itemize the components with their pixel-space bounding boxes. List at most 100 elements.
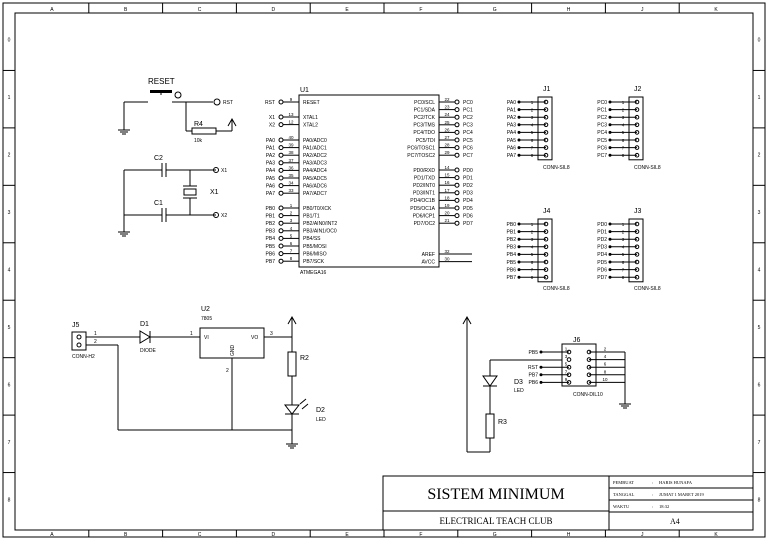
net-junction-icon: [608, 222, 612, 226]
pin-terminal-icon: [454, 205, 460, 211]
pin-socket-icon: [543, 244, 549, 250]
x1-label: X1: [210, 189, 219, 196]
frame-col-label: F: [419, 532, 422, 538]
u1-pin-name: PA4/ADC4: [303, 168, 327, 174]
u1-pin-name: PC1/SDA: [414, 107, 436, 113]
title-text: SISTEM MINIMUM: [427, 486, 564, 503]
u1-pin-name: PB1/T1: [303, 213, 320, 219]
u1-net-label: PA4: [266, 168, 275, 174]
u1-pin-name: PA6/ADC6: [303, 183, 327, 189]
connector-net-label: PA5: [507, 138, 516, 144]
frame-col-label: G: [493, 532, 497, 538]
j3-part: CONN-SIL8: [634, 286, 661, 292]
u1-net-label: PA3: [266, 161, 275, 167]
u1-pin-number: 28: [444, 143, 450, 148]
net-junction-icon: [517, 146, 521, 150]
j6-net-label: PB6: [529, 380, 539, 386]
connector-pin-number: 7: [622, 145, 625, 150]
connector-net-label: PD3: [597, 245, 607, 251]
connector-net-label: PA3: [507, 123, 516, 129]
j1-part: CONN-SIL8: [543, 165, 570, 171]
c1-label: C1: [154, 200, 163, 207]
u1-pin-name: PB6/MISO: [303, 251, 327, 257]
d1-part: DIODE: [140, 348, 157, 354]
pin-socket-icon: [543, 259, 549, 265]
frame-col-label: B: [124, 532, 128, 538]
r3-label: R3: [498, 419, 507, 426]
u1-pin-name: XTAL1: [303, 115, 318, 121]
connector-pin-number: 8: [531, 275, 534, 280]
pin-terminal-icon: [278, 235, 284, 241]
j2-label: J2: [634, 86, 642, 93]
frame-row-label: 5: [8, 325, 11, 331]
connector-pin-number: 3: [622, 237, 625, 242]
frame-row-label: 3: [8, 210, 11, 216]
connector-pin-number: 7: [531, 145, 534, 150]
frame-col-label: A: [50, 532, 54, 538]
net-junction-icon: [608, 237, 612, 241]
u2-part: 7805: [201, 316, 212, 322]
connector-net-label: PB1: [507, 229, 517, 235]
connector-net-label: PC2: [597, 115, 607, 121]
pin-socket-icon: [543, 114, 549, 120]
title-row-label: WAKTU: [613, 504, 630, 509]
switch-contact-icon: [174, 91, 182, 99]
net-junction-icon: [517, 138, 521, 142]
u1-pin-name: PA0/ADC0: [303, 138, 327, 144]
pin-socket-icon: [634, 236, 640, 242]
connector-pin-number: 5: [622, 130, 625, 135]
u1-pin-name: PA1/ADC1: [303, 145, 327, 151]
net-junction-icon: [517, 153, 521, 157]
u1-net-label: PB4: [266, 236, 276, 242]
u1-net-label: PA0: [266, 138, 275, 144]
j6-net-label: RST: [528, 365, 538, 371]
u1-net-label: PB2: [266, 221, 276, 227]
u1-net-label: PA1: [266, 145, 275, 151]
net-junction-icon: [608, 115, 612, 119]
u1-pin-number: 5: [290, 233, 293, 238]
u1-net-label: PB3: [266, 229, 276, 235]
connector-net-label: PC7: [597, 153, 607, 159]
pin-socket-icon: [566, 357, 572, 362]
pin-terminal-icon: [454, 122, 460, 128]
u1-atmega16: U1 ATMEGA16 RST9RESETX113XTAL1X212XTAL2P…: [265, 87, 473, 276]
pin-socket-icon: [543, 107, 549, 112]
connector-net-label: PA7: [507, 153, 516, 159]
net-junction-icon: [608, 138, 612, 142]
pin-socket-icon: [543, 137, 549, 143]
u1-net-label: PB7: [266, 259, 276, 265]
u1-pin-number: 19: [444, 203, 450, 208]
j5-body: [71, 331, 87, 351]
u1-net-label: PA7: [266, 191, 275, 197]
u1-pin-number: 37: [288, 158, 294, 163]
connector-pin-number: 1: [622, 100, 625, 105]
u1-pin-name: XTAL2: [303, 122, 318, 128]
pin-terminal-icon: [278, 183, 284, 189]
j5-pin1: 1: [94, 331, 97, 337]
frame-row-label: 8: [8, 497, 11, 503]
connector-pin-number: 4: [622, 123, 625, 128]
u1-pin-name: RESET: [303, 100, 320, 106]
j3-label: J3: [634, 208, 642, 215]
u1-pin-number: 7: [290, 249, 293, 254]
j6-body: [561, 343, 597, 387]
frame-row-label: 1: [758, 95, 761, 101]
net-junction-icon: [517, 237, 521, 241]
pin-terminal-icon: [278, 213, 284, 219]
pin-terminal-icon: [454, 167, 460, 173]
j2-part: CONN-SIL8: [634, 165, 661, 171]
pin-terminal-icon: [278, 152, 284, 158]
pin-terminal-icon: [278, 220, 284, 226]
pin-socket-icon: [634, 274, 640, 280]
c2-label: C2: [154, 155, 163, 162]
u1-net-label: PC2: [463, 115, 473, 121]
frame-col-label: D: [271, 532, 275, 538]
j6-pin-number: 2: [604, 347, 607, 352]
pin-socket-icon: [543, 99, 549, 105]
connector-pin-number: 1: [531, 100, 534, 105]
connector-pin-number: 5: [531, 130, 534, 135]
u1-pin-name: PC0/SCL: [414, 100, 435, 106]
vcc-icon: [287, 316, 297, 330]
u1-pin-name: PB5/MOSI: [303, 244, 327, 250]
connector-net-label: PC3: [597, 123, 607, 129]
